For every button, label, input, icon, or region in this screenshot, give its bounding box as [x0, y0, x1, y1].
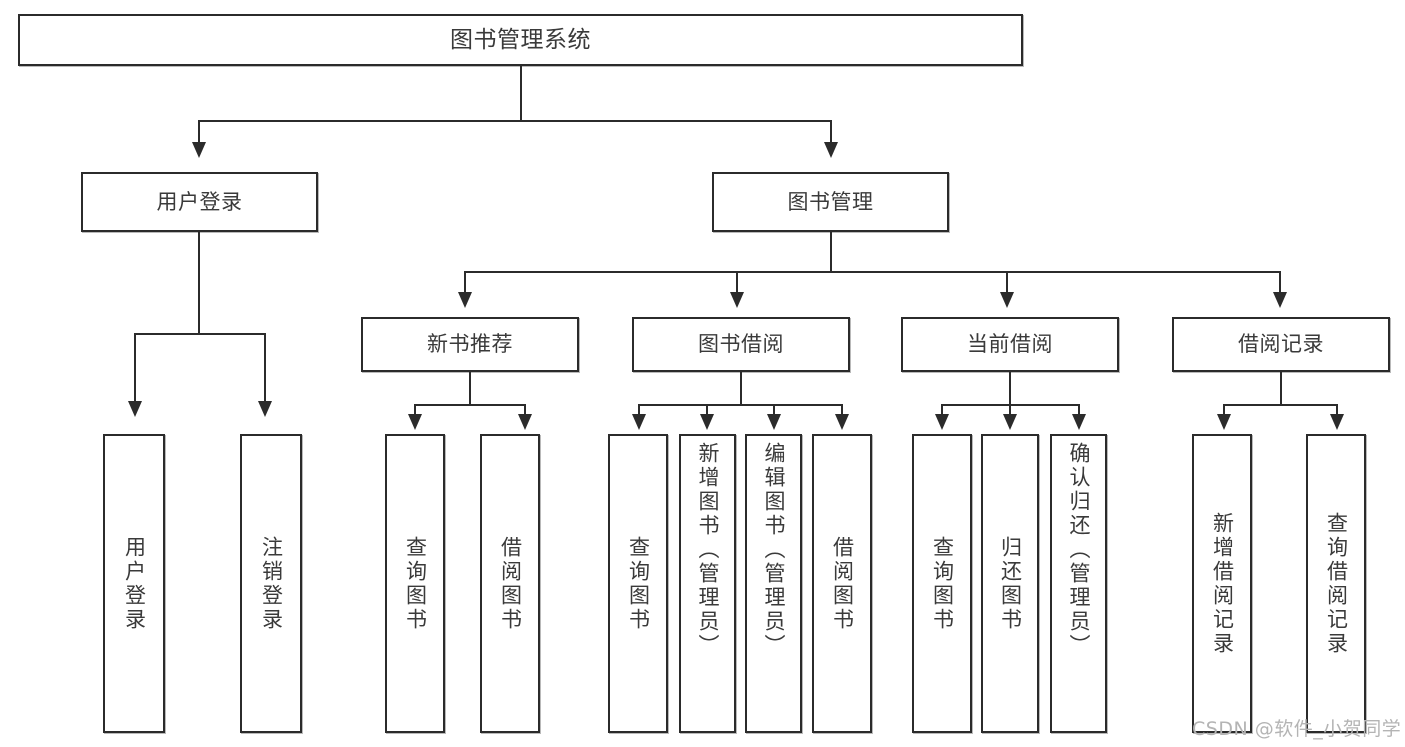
node-label: 新书推荐: [427, 332, 513, 357]
arrow-to-leaf-query-book-cb: [935, 414, 949, 430]
node-book-borrow[interactable]: 图书借阅: [632, 317, 850, 372]
leaf-label: 注销登录: [259, 535, 284, 632]
leaf-query-borrow-record[interactable]: 查询借阅记录: [1306, 434, 1366, 733]
leaf-logout[interactable]: 注销登录: [240, 434, 302, 733]
connector-user-login-drop-1: [134, 333, 136, 405]
arrow-to-leaf-edit-book: [767, 414, 781, 430]
node-label: 图书管理: [787, 189, 874, 214]
leaf-label: 查询图书: [403, 535, 428, 632]
leaf-label: 用户登录: [122, 535, 147, 632]
node-label: 用户登录: [156, 189, 243, 214]
arrow-to-leaf-add-borrow-record: [1217, 414, 1231, 430]
leaf-edit-book-admin[interactable]: 编辑图书（管理员）: [745, 434, 802, 733]
leaf-label: 新增图书（管理员）: [696, 442, 720, 658]
arrow-to-leaf-borrow-book-nbr: [518, 414, 532, 430]
leaf-user-login[interactable]: 用户登录: [103, 434, 165, 733]
connector-book-management-bus: [464, 271, 1281, 273]
leaf-add-book-admin[interactable]: 新增图书（管理员）: [679, 434, 736, 733]
connector-nbr-drop-1: [414, 404, 416, 416]
arrow-to-leaf-user-login: [128, 401, 142, 417]
leaf-borrow-book-bb[interactable]: 借阅图书: [812, 434, 872, 733]
connector-nbr-drop-2: [524, 404, 526, 416]
connector-bm-drop-3: [1006, 271, 1008, 295]
connector-root-stem: [520, 66, 522, 121]
arrow-to-current-borrow: [1000, 292, 1014, 308]
connector-bm-drop-4: [1279, 271, 1281, 295]
arrow-to-leaf-logout: [258, 401, 272, 417]
leaf-borrow-book-nbr[interactable]: 借阅图书: [480, 434, 540, 733]
node-user-login[interactable]: 用户登录: [81, 172, 318, 232]
arrow-to-user-login: [192, 142, 206, 158]
node-label: 当前借阅: [967, 332, 1053, 357]
arrow-to-leaf-confirm-return: [1072, 414, 1086, 430]
connector-br-stem: [1280, 372, 1282, 405]
connector-bb-drop-4: [841, 404, 843, 416]
arrow-to-book-management: [824, 142, 838, 158]
leaf-query-book-cb[interactable]: 查询图书: [912, 434, 972, 733]
arrow-to-leaf-query-book-nbr: [408, 414, 422, 430]
connector-cb-drop-2: [1009, 404, 1011, 416]
arrow-to-new-book-recommend: [458, 292, 472, 308]
connector-user-login-bus: [134, 333, 265, 335]
connector-bb-drop-1: [638, 404, 640, 416]
arrow-to-borrow-record: [1273, 292, 1287, 308]
leaf-return-book[interactable]: 归还图书: [981, 434, 1039, 733]
connector-user-login-drop-2: [264, 333, 266, 405]
leaf-confirm-return-admin[interactable]: 确认归还（管理员）: [1050, 434, 1107, 733]
arrow-to-leaf-query-book-bb: [632, 414, 646, 430]
leaf-label: 查询图书: [626, 535, 651, 632]
connector-bb-drop-2: [706, 404, 708, 416]
leaf-add-borrow-record[interactable]: 新增借阅记录: [1192, 434, 1252, 733]
node-current-borrow[interactable]: 当前借阅: [901, 317, 1119, 372]
connector-br-drop-1: [1223, 404, 1225, 416]
connector-bm-drop-1: [464, 271, 466, 295]
connector-nbr-bus: [414, 404, 526, 406]
arrow-to-leaf-return-book: [1003, 414, 1017, 430]
connector-cb-drop-3: [1078, 404, 1080, 416]
leaf-label: 确认归还（管理员）: [1067, 442, 1091, 658]
connector-nbr-stem: [469, 372, 471, 405]
connector-cb-drop-1: [941, 404, 943, 416]
connector-cb-stem: [1009, 372, 1011, 405]
arrow-to-leaf-add-book: [700, 414, 714, 430]
connector-root-drop-right: [830, 120, 832, 146]
node-new-book-recommend[interactable]: 新书推荐: [361, 317, 579, 372]
connector-bb-drop-3: [773, 404, 775, 416]
connector-user-login-stem: [198, 232, 200, 334]
leaf-label: 查询图书: [930, 535, 955, 632]
leaf-label: 编辑图书（管理员）: [762, 442, 786, 658]
connector-book-management-stem: [830, 232, 832, 272]
leaf-query-book-nbr[interactable]: 查询图书: [385, 434, 445, 733]
leaf-label: 借阅图书: [498, 535, 523, 632]
connector-bb-bus: [638, 404, 842, 406]
leaf-label: 查询借阅记录: [1324, 511, 1349, 656]
arrow-to-leaf-borrow-book-bb: [835, 414, 849, 430]
leaf-query-book-bb[interactable]: 查询图书: [608, 434, 668, 733]
csdn-watermark: CSDN @软件_小贺同学: [1192, 718, 1402, 740]
leaf-label: 归还图书: [998, 535, 1023, 632]
connector-br-drop-2: [1336, 404, 1338, 416]
connector-bm-drop-2: [736, 271, 738, 295]
connector-br-bus: [1223, 404, 1338, 406]
node-label: 图书管理系统: [450, 26, 591, 53]
node-book-management[interactable]: 图书管理: [712, 172, 949, 232]
arrow-to-book-borrow: [730, 292, 744, 308]
node-label: 借阅记录: [1238, 332, 1324, 357]
leaf-label: 借阅图书: [830, 535, 855, 632]
connector-bb-stem: [740, 372, 742, 405]
node-label: 图书借阅: [698, 332, 784, 357]
arrow-to-leaf-query-borrow-record: [1330, 414, 1344, 430]
node-root-book-management-system[interactable]: 图书管理系统: [18, 14, 1023, 66]
connector-root-drop-left: [198, 120, 200, 146]
leaf-label: 新增借阅记录: [1210, 511, 1235, 656]
node-borrow-record[interactable]: 借阅记录: [1172, 317, 1390, 372]
connector-root-bus: [198, 120, 832, 122]
